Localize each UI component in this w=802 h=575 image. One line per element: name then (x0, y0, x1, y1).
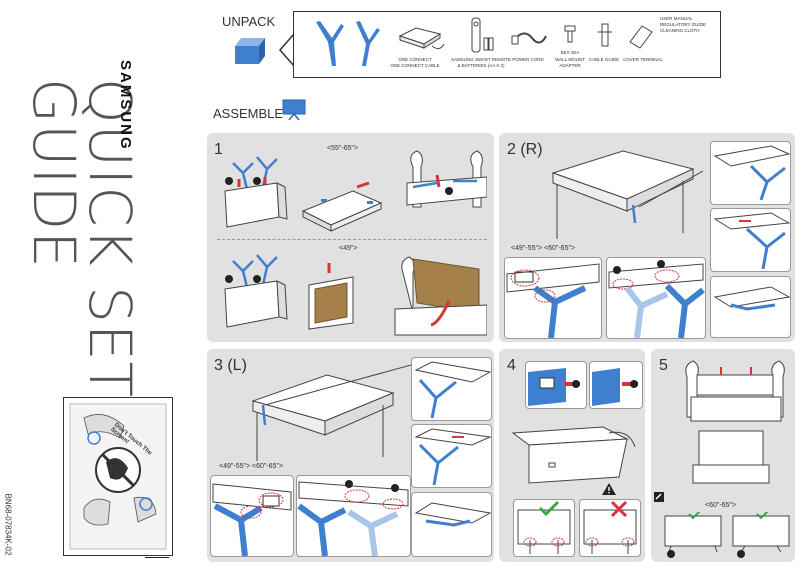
step-1-top-illustration (224, 150, 487, 232)
step-4-inset-1 (525, 361, 587, 409)
assemble-label: ASSEMBLE (213, 106, 284, 121)
acc-label-cover-terminal: COVER TERMINAL (623, 57, 663, 62)
document-code: BN68-07834K-02 (3, 493, 13, 556)
step-4-main-illustration (511, 426, 636, 484)
step-2-size: <49"-55"> <60"-65"> (511, 245, 576, 252)
step-3-panel: 3 (L) <49"-55"> <60"-65"> (207, 349, 494, 562)
one-connect-icon (398, 27, 445, 50)
power-cord-icon (511, 32, 547, 45)
unpack-label: UNPACK (222, 14, 276, 29)
acc-label-power-cord: POWER CORD (512, 57, 544, 62)
step-2-inset-2 (710, 208, 791, 272)
step-3-main-illustration (251, 364, 411, 461)
step-3-number: 3 (L) (214, 357, 247, 374)
step-2-detail-a (504, 257, 602, 339)
acc-label-manuals: USER MANUAL REGULATORY GUIDE CLEANING CL… (660, 16, 706, 33)
step-2-inset-1 (710, 141, 791, 205)
step-1-bottom-illustration (224, 254, 487, 336)
accessories-box: ONE CONNECT ONE CONNECT CABLE SAMSUNG SM… (293, 11, 721, 78)
box-icon (229, 34, 269, 70)
brand-logo: SAMSUNG (117, 60, 134, 151)
tv-icon (281, 98, 307, 122)
step-4-inset-2 (589, 361, 643, 409)
step-5-number: 5 (659, 357, 668, 374)
step-3-inset-1 (411, 357, 492, 421)
step-2-inset-3 (710, 276, 791, 338)
step-3-inset-2 (411, 424, 492, 488)
cover-terminal-icon (629, 25, 653, 49)
step-1-divider (217, 239, 487, 240)
step-1-size-top: <55"-65"> (327, 145, 359, 152)
callout-pointer (278, 30, 296, 70)
step-5-positions-illustration (664, 512, 790, 558)
step-2-main-illustration (551, 150, 703, 239)
step-2-panel: 2 (R) <49"-55"> <60"-65"> (499, 133, 795, 342)
step-3-size: <49"-55"> <60"-65"> (219, 463, 284, 470)
step-3-inset-3 (411, 492, 492, 557)
step-1-panel: 1 <55"-65"> <49"> (207, 133, 494, 342)
step-3-detail-a (210, 475, 294, 557)
dont-touch-screen-card: Don't Touch The Screen! (63, 397, 173, 556)
remote-icon (471, 17, 494, 53)
step-5-standing-tv (692, 430, 770, 484)
step-1-number: 1 (214, 141, 223, 158)
step-1-size-bottom: <49"> (339, 245, 358, 252)
note-icon (654, 492, 664, 502)
warning-icon (601, 482, 617, 496)
acc-label-one-connect: ONE CONNECT ONE CONNECT CABLE (390, 57, 440, 68)
acc-label-wall-mount: WALL MOUNT ADAPTER (555, 57, 585, 68)
wall-mount-adapter-icon (564, 25, 576, 43)
step-5-lift-illustration (685, 360, 785, 422)
stand-legs-icon (316, 21, 380, 66)
step-2-number: 2 (R) (507, 141, 543, 158)
acc-screw-count: BEX 2EA (560, 50, 580, 55)
step-2-detail-b (606, 257, 706, 339)
cable-guide-icon (598, 23, 612, 47)
step-4-panel: 4 (499, 349, 645, 562)
step-5-size: <60"-65"> (705, 502, 737, 509)
acc-label-cable-guide: CABLE GUIDE (588, 57, 620, 62)
step-5-panel: 5 <60"-65"> (651, 349, 795, 562)
step-4-wrong-example (579, 499, 641, 557)
step-4-correct-example (513, 499, 575, 557)
acc-label-remote: SAMSUNG SMART REMOTE & BATTERIES (AA X 2… (450, 57, 512, 68)
step-4-number: 4 (507, 357, 516, 374)
step-3-detail-b (296, 475, 411, 557)
